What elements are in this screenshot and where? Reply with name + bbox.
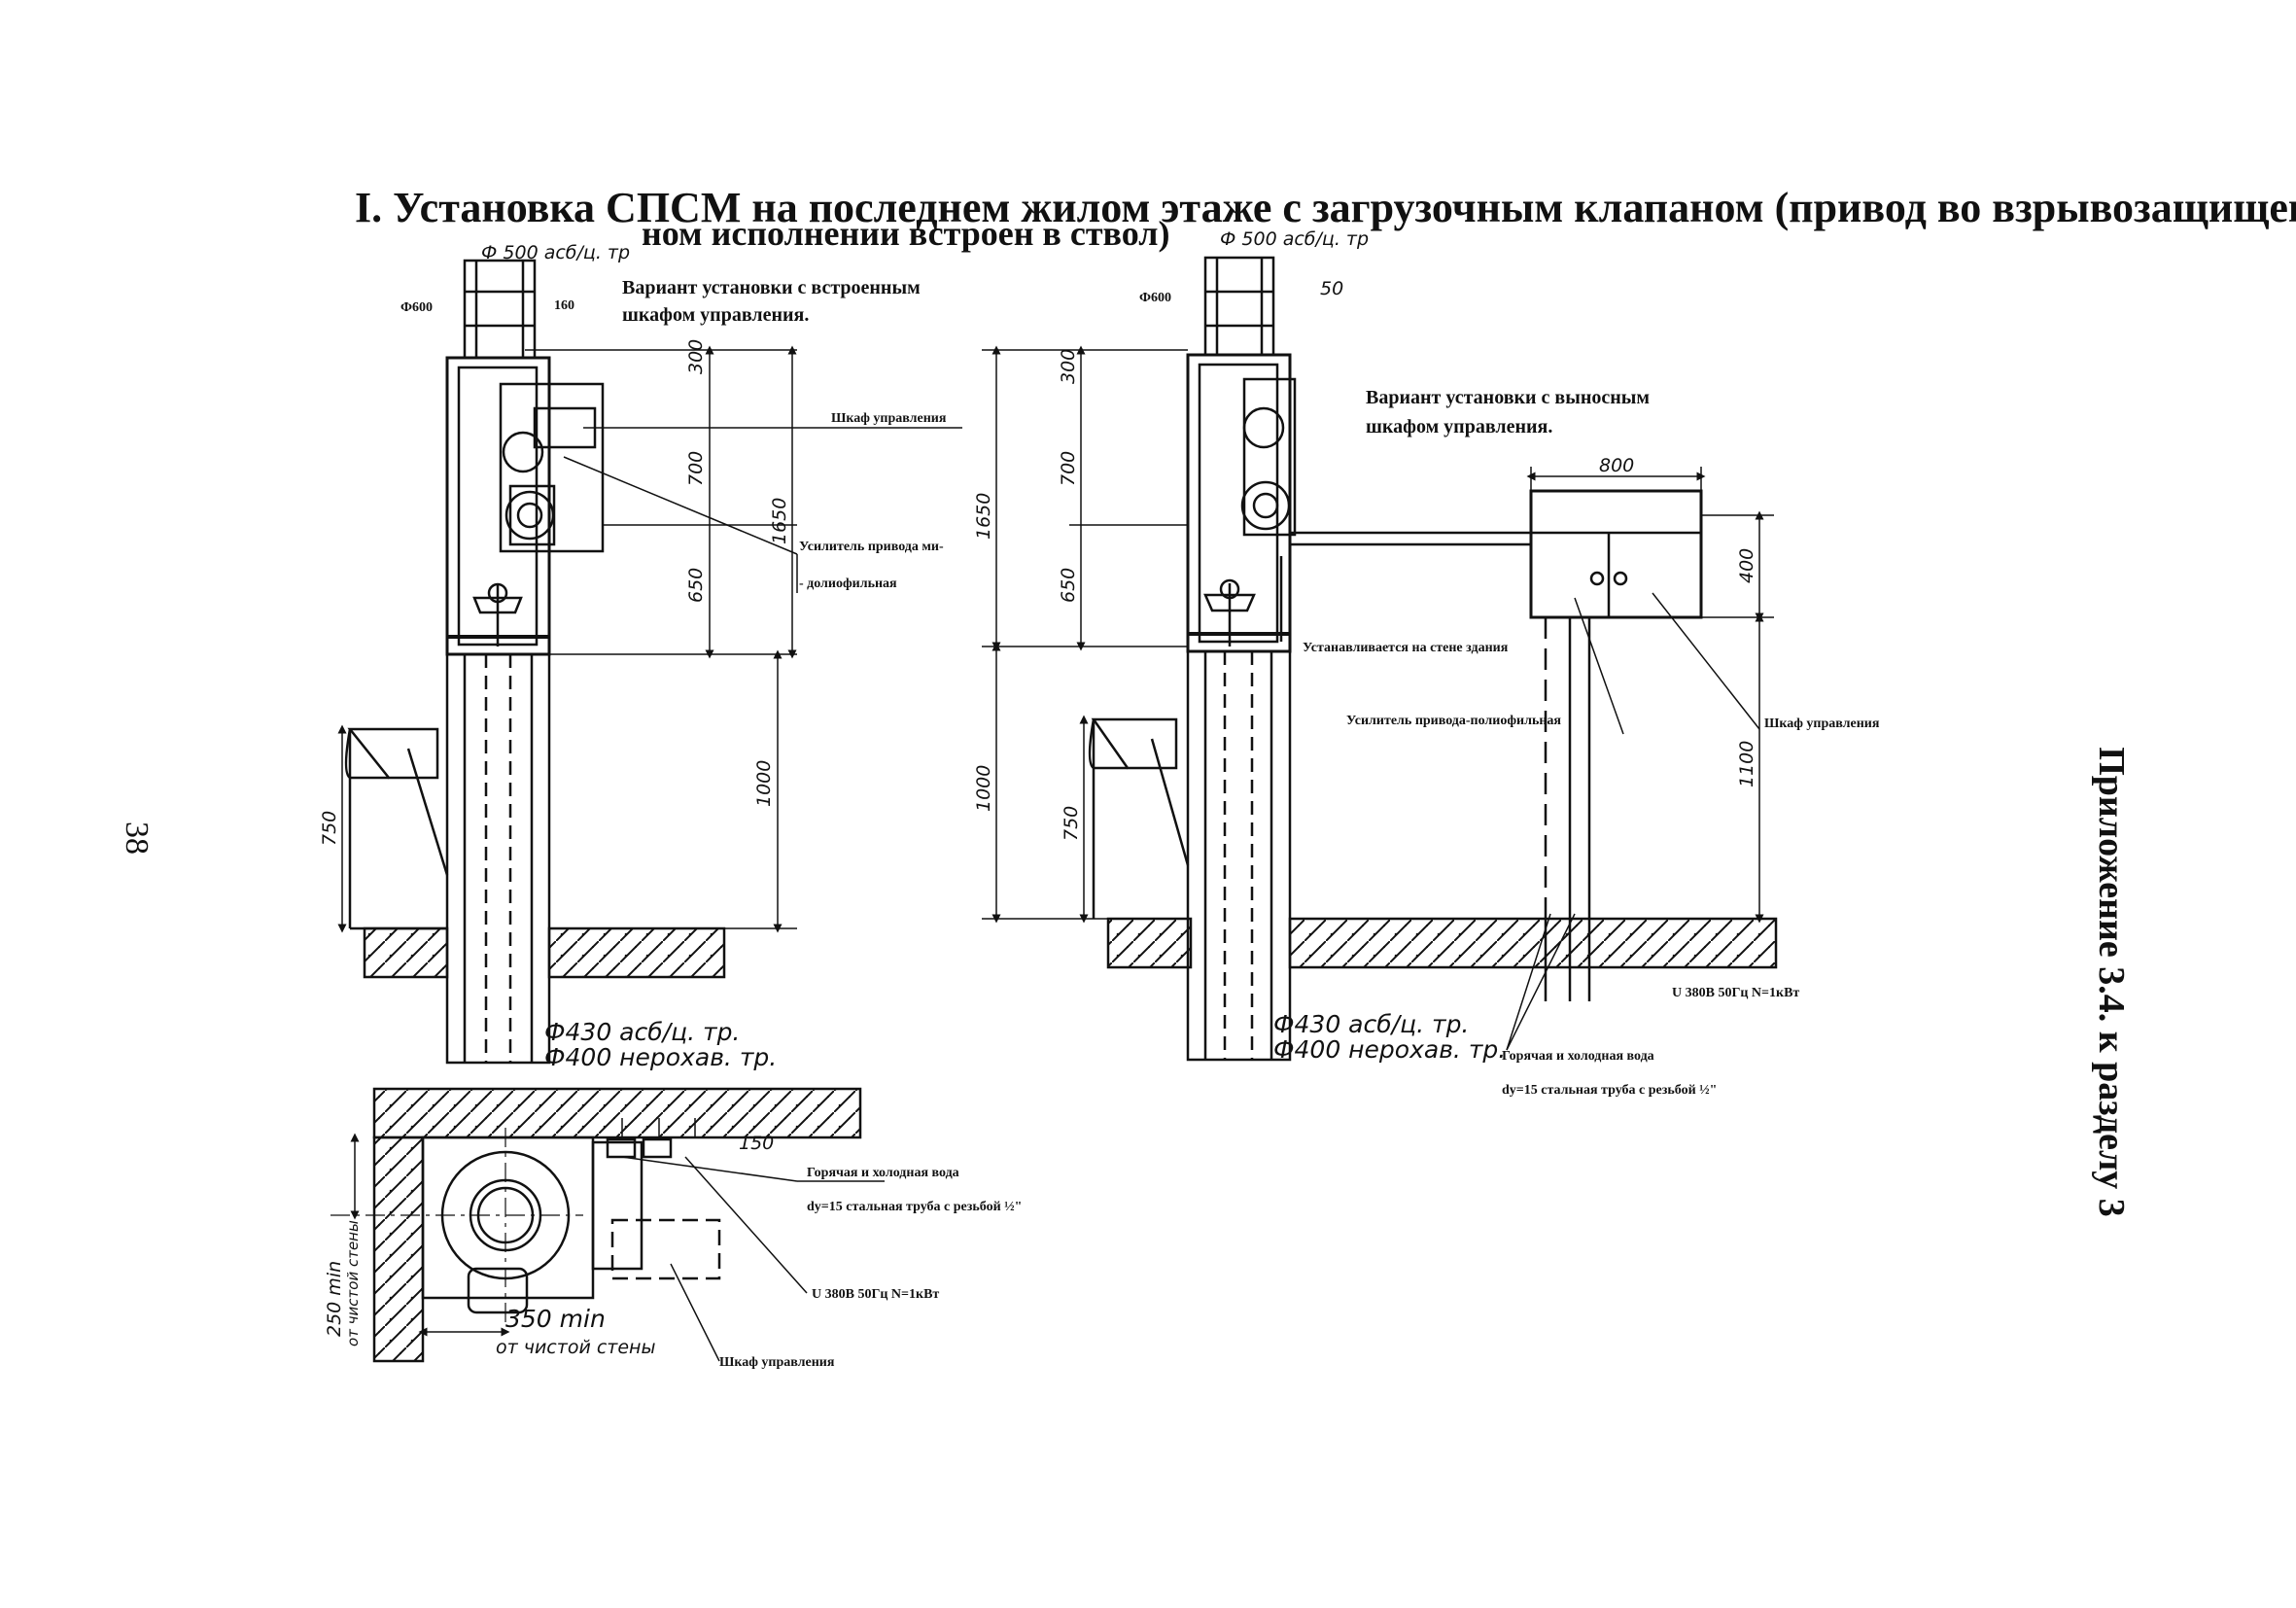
left-variant-note-2: шкафом управления. [622, 304, 809, 326]
floor-slab-left [1106, 917, 1193, 969]
left-bottom-pipe-2: Ф400 нерохав. тр. [544, 1043, 777, 1071]
left-dim-750: 750 [319, 811, 340, 846]
right-pipe: dу=15 стальная труба с резьбой ½" [1502, 1083, 1717, 1098]
page-number: 38 [119, 821, 155, 855]
right-dim-1100: 1100 [1736, 741, 1757, 787]
plan-dim-350-note: от чистой стены [496, 1337, 655, 1358]
left-dim-1650: 1650 [769, 498, 790, 544]
right-dim-1000: 1000 [973, 765, 994, 812]
plan-dim-250: 250 min [324, 1261, 345, 1337]
plan-power: U 380В 50Гц N=1кВт [812, 1287, 939, 1302]
right-dim-700: 700 [1058, 451, 1079, 486]
right-variant-note-1: Вариант установки с выносным [1366, 387, 1650, 408]
left-dim-700: 700 [685, 451, 707, 486]
plan-water: Горячая и холодная вода [807, 1166, 959, 1180]
floor-slab-right [1288, 917, 1778, 969]
left-dim-300: 300 [685, 339, 707, 374]
plan-pipe: dу=15 стальная труба с резьбой ½" [807, 1200, 1022, 1214]
right-dim-1650: 1650 [973, 493, 994, 540]
plan-view [330, 1087, 885, 1363]
drive-unit [1242, 377, 1297, 537]
left-d160: 160 [554, 298, 574, 313]
right-dim-400: 400 [1736, 548, 1757, 583]
top-pipe [1203, 256, 1275, 357]
floor-slab-right [547, 926, 726, 979]
left-dim-650: 650 [685, 568, 707, 603]
lower-shaft [1186, 649, 1292, 1062]
right-power: U 380В 50Гц N=1кВт [1672, 986, 1799, 1000]
plan-wall-left [372, 1136, 425, 1363]
left-top-pipe: Ф 500 асб/ц. тр [481, 242, 630, 263]
plan-d150: 150 [739, 1133, 774, 1154]
left-d600: Ф600 [400, 300, 433, 315]
right-dim-300: 300 [1058, 349, 1079, 384]
right-water: Горячая и холодная вода [1502, 1049, 1654, 1064]
left-valve-label-1: Усилитель привода ми- [799, 540, 944, 554]
right-bottom-pipe-2: Ф400 нерохав. тр. [1273, 1035, 1506, 1064]
plan-cabinet-label: Шкаф управления [719, 1355, 835, 1370]
left-variant-note-1: Вариант установки с встроенным [622, 277, 921, 298]
plan-dim-350: 350 min [505, 1305, 606, 1333]
right-cabinet-label: Шкаф управления [1764, 717, 1880, 731]
right-valve-label: Усилитель привода-полиофильная [1346, 714, 1561, 728]
plan-dim-250-note: от чистой стены [344, 1220, 362, 1346]
left-dim-1000: 1000 [753, 760, 775, 807]
left-bottom-pipe-1: Ф430 асб/ц. тр. [544, 1018, 740, 1046]
drawing-title-line1: I. Установка СПСМ на последнем жилом эта… [355, 184, 2296, 231]
left-elevation [337, 259, 962, 1065]
remote-control-cabinet [1529, 489, 1703, 619]
appendix-label: Приложение 3.4. к разделу 3 [2091, 747, 2132, 1217]
left-cabinet-label: Шкаф управления [831, 411, 947, 426]
drawing-title-line2: ном исполнении встроен в ствол) [642, 214, 1169, 253]
right-dim-750: 750 [1061, 806, 1082, 841]
right-d600: Ф600 [1139, 291, 1171, 305]
left-valve-label-2: - долиофильная [799, 577, 897, 591]
control-cabinet [499, 382, 605, 553]
right-dim-650: 650 [1058, 568, 1079, 603]
right-dim-800: 800 [1599, 455, 1634, 476]
plan-wall-top [372, 1087, 862, 1139]
right-wall-mount: Устанавливается на стене здания [1303, 641, 1509, 655]
right-elevation [982, 256, 1778, 1062]
right-variant-note-2: шкафом управления. [1366, 416, 1552, 437]
lower-shaft [445, 652, 551, 1065]
right-d50: 50 [1320, 278, 1343, 299]
right-bottom-pipe-1: Ф430 асб/ц. тр. [1273, 1010, 1469, 1038]
floor-slab-left [363, 926, 449, 979]
chute-housing [1186, 353, 1292, 653]
right-top-pipe: Ф 500 асб/ц. тр [1220, 228, 1369, 250]
